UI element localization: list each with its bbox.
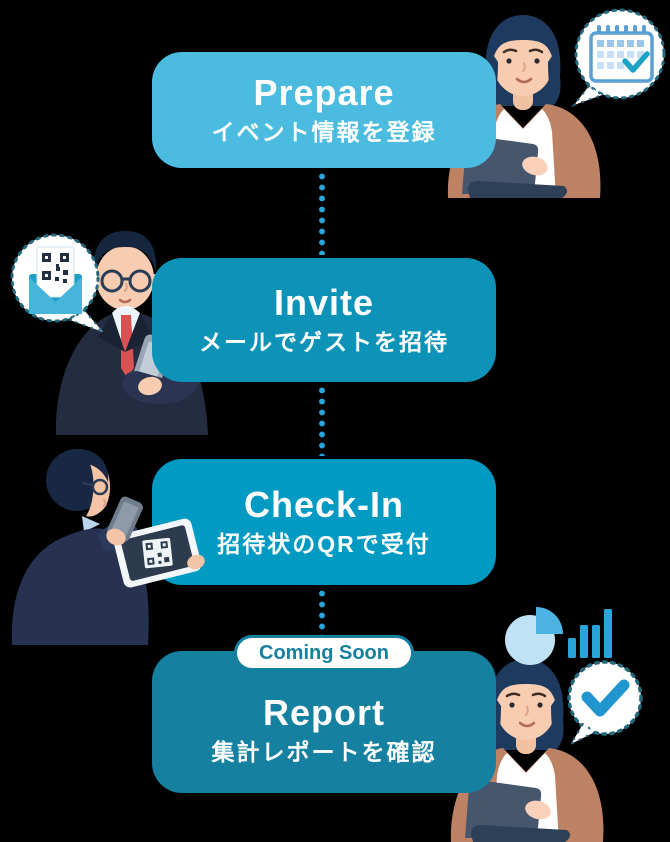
step-subtitle: 集計レポートを確認 [211, 738, 437, 765]
dotted-connector [318, 171, 326, 255]
step-box-prepare: Prepare イベント情報を登録 [152, 52, 496, 168]
step-box-checkin: Check-In 招待状のQRで受付 [152, 459, 496, 585]
step-title: Check-In [243, 483, 405, 525]
step-box-report: Coming Soon Report 集計レポートを確認 [152, 635, 496, 793]
step-box-invite: Invite メールでゲストを招待 [152, 258, 496, 382]
step-subtitle: メールでゲストを招待 [199, 328, 449, 355]
step-subtitle: 招待状のQRで受付 [217, 530, 431, 557]
step-title: Report [263, 691, 385, 733]
speech-bubble [10, 233, 107, 335]
dotted-connector [318, 588, 326, 648]
staff-back-view [12, 449, 149, 645]
email-invitation-qr-icon [29, 246, 82, 314]
step-subtitle: イベント情報を登録 [211, 118, 437, 145]
step-title: Invite [273, 281, 375, 323]
calendar-check-icon [589, 25, 654, 83]
check-bubble [567, 660, 643, 747]
speech-bubble [571, 8, 666, 108]
bar-chart-icon [568, 609, 612, 658]
pie-chart-icon [505, 607, 563, 665]
step-title: Prepare [253, 71, 395, 113]
coming-soon-badge: Coming Soon [234, 635, 414, 671]
dotted-connector [318, 385, 326, 456]
hand-with-phone [106, 496, 143, 546]
check-mark-icon [581, 679, 630, 717]
